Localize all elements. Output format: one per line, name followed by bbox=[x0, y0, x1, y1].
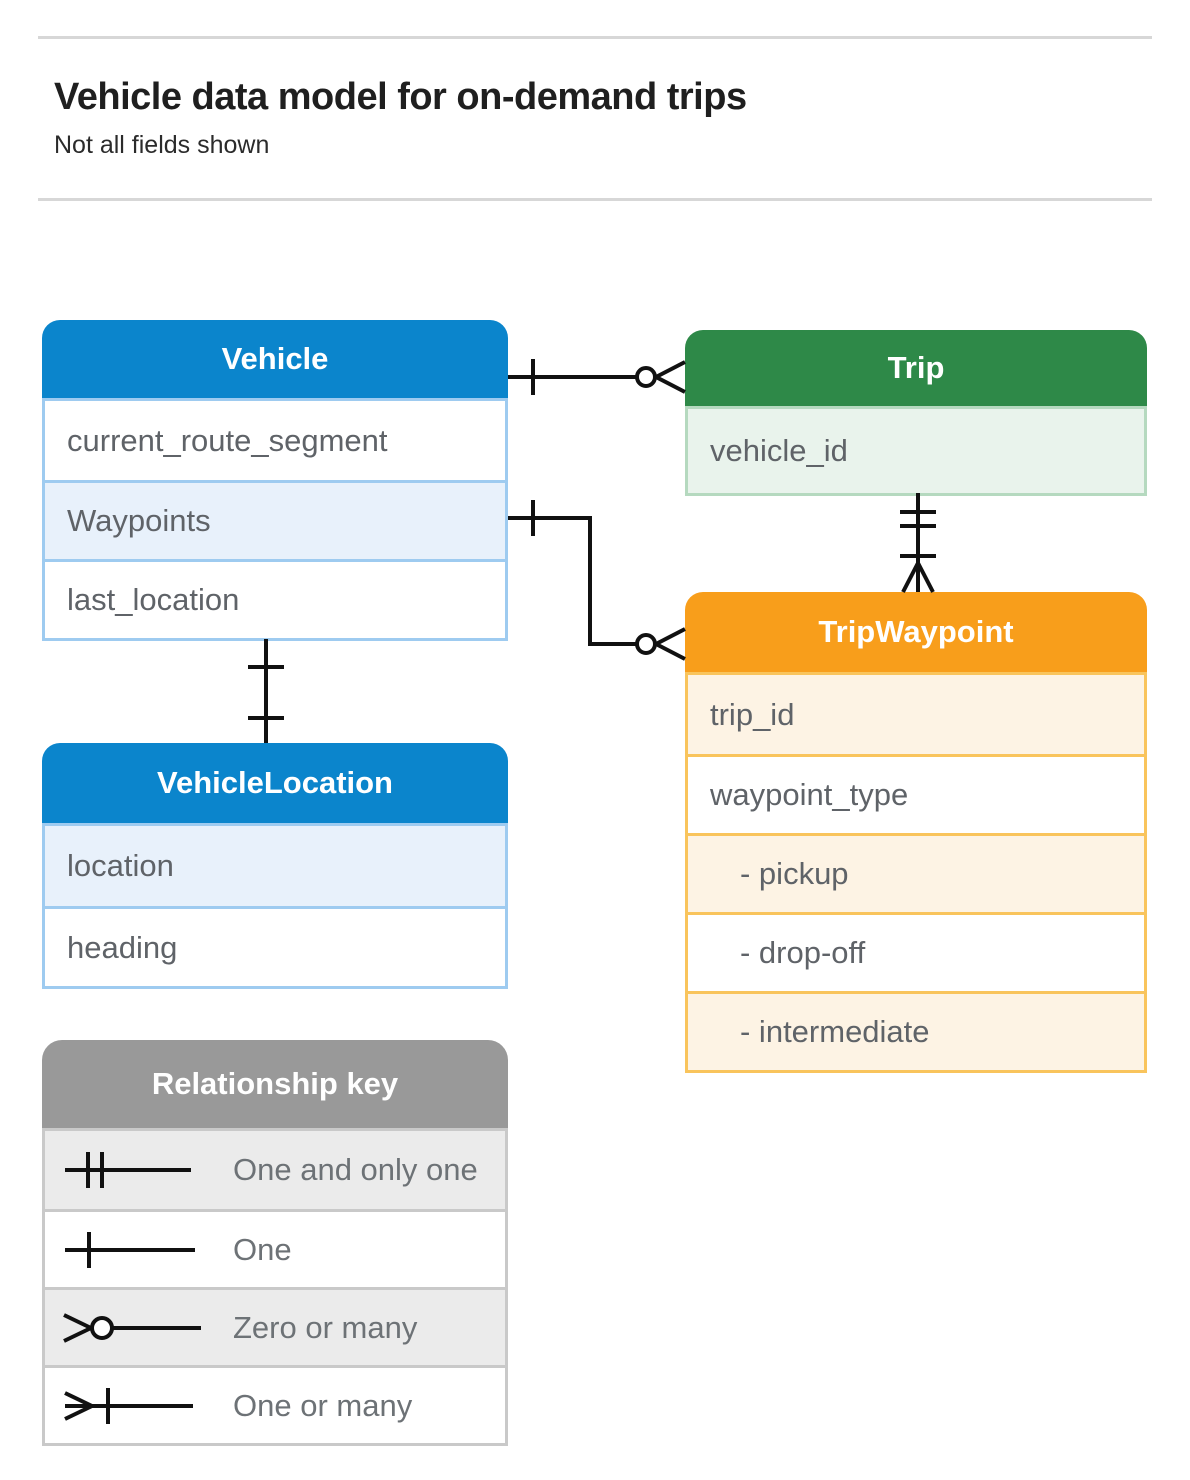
table-vehicle-body: current_route_segment Waypoints last_loc… bbox=[42, 398, 508, 641]
zero-or-many-icon bbox=[63, 1312, 201, 1343]
field-intermediate: - intermediate bbox=[688, 991, 1144, 1070]
one-or-many-icon bbox=[64, 1387, 193, 1424]
connector-vehicle-trip bbox=[508, 359, 686, 395]
one-icon bbox=[65, 1231, 195, 1268]
connector-vehicle-vehiclelocation bbox=[248, 639, 284, 743]
relationship-key-body: One and only one One bbox=[42, 1128, 508, 1446]
connector-waypoints-tripwaypoint bbox=[508, 500, 686, 661]
field-trip-id: trip_id bbox=[688, 675, 1144, 754]
table-trip-body: vehicle_id bbox=[685, 406, 1147, 496]
field-last-location: last_location bbox=[45, 559, 505, 638]
legend-item-zero-or-many: Zero or many bbox=[45, 1287, 505, 1365]
table-vehiclelocation: VehicleLocation location heading bbox=[42, 743, 508, 989]
field-waypoint-type: waypoint_type bbox=[688, 754, 1144, 833]
table-vehicle-title: Vehicle bbox=[42, 320, 508, 398]
table-vehiclelocation-title: VehicleLocation bbox=[42, 743, 508, 823]
top-divider bbox=[38, 36, 1152, 39]
field-pickup: - pickup bbox=[688, 833, 1144, 912]
legend-label: One or many bbox=[233, 1387, 413, 1423]
table-vehicle: Vehicle current_route_segment Waypoints … bbox=[42, 320, 508, 641]
field-location: location bbox=[45, 826, 505, 906]
page-subtitle: Not all fields shown bbox=[54, 131, 270, 159]
relationship-key: Relationship key One and only one bbox=[42, 1040, 508, 1446]
legend-item-one-or-many: One or many bbox=[45, 1365, 505, 1443]
header-divider bbox=[38, 198, 1152, 201]
table-tripwaypoint-body: trip_id waypoint_type - pickup - drop-of… bbox=[685, 672, 1147, 1073]
field-current-route-segment: current_route_segment bbox=[45, 401, 505, 480]
field-waypoints: Waypoints bbox=[45, 480, 505, 559]
field-vehicle-id: vehicle_id bbox=[688, 409, 1144, 493]
table-trip-title: Trip bbox=[685, 330, 1147, 406]
table-trip: Trip vehicle_id bbox=[685, 330, 1147, 496]
legend-item-one: One bbox=[45, 1209, 505, 1287]
legend-label: One bbox=[233, 1231, 292, 1267]
legend-label: One and only one bbox=[233, 1152, 478, 1187]
one-and-only-one-icon bbox=[65, 1152, 191, 1188]
legend-item-one-and-only-one: One and only one bbox=[45, 1131, 505, 1209]
page-title: Vehicle data model for on-demand trips bbox=[54, 76, 747, 118]
field-heading: heading bbox=[45, 906, 505, 986]
field-drop-off: - drop-off bbox=[688, 912, 1144, 991]
connector-trip-tripwaypoint bbox=[900, 493, 936, 593]
table-tripwaypoint: TripWaypoint trip_id waypoint_type - pic… bbox=[685, 592, 1147, 1073]
table-vehiclelocation-body: location heading bbox=[42, 823, 508, 989]
table-tripwaypoint-title: TripWaypoint bbox=[685, 592, 1147, 672]
legend-label: Zero or many bbox=[233, 1309, 418, 1345]
relationship-key-title: Relationship key bbox=[42, 1040, 508, 1128]
